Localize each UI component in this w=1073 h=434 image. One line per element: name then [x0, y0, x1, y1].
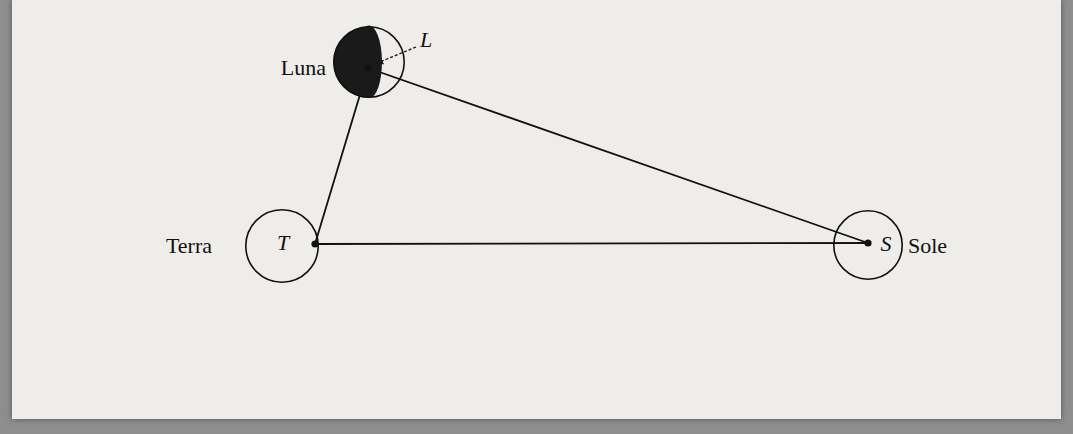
body-name: Terra [166, 235, 212, 257]
dark-half [333, 26, 382, 98]
earth-circle: TerraT [245, 209, 319, 283]
circle-border [334, 27, 404, 97]
sight-line [315, 243, 868, 244]
circle-border [834, 211, 902, 279]
center-dot [311, 240, 318, 247]
circle-outline [833, 210, 903, 280]
point-letter: T [277, 232, 289, 254]
sun-circle: SoleS [833, 210, 903, 280]
center-dot [864, 239, 871, 246]
center-dot [364, 64, 371, 71]
page-ground [12, 0, 1061, 419]
circle-outline [333, 26, 405, 98]
point-letter: S [881, 233, 892, 255]
point-letter: L [420, 29, 432, 51]
moon-circle: LunaL [333, 26, 405, 98]
circle-border [246, 210, 318, 282]
sight-line [368, 68, 868, 243]
body-name: Luna [281, 57, 326, 79]
body-name: Sole [908, 235, 947, 257]
